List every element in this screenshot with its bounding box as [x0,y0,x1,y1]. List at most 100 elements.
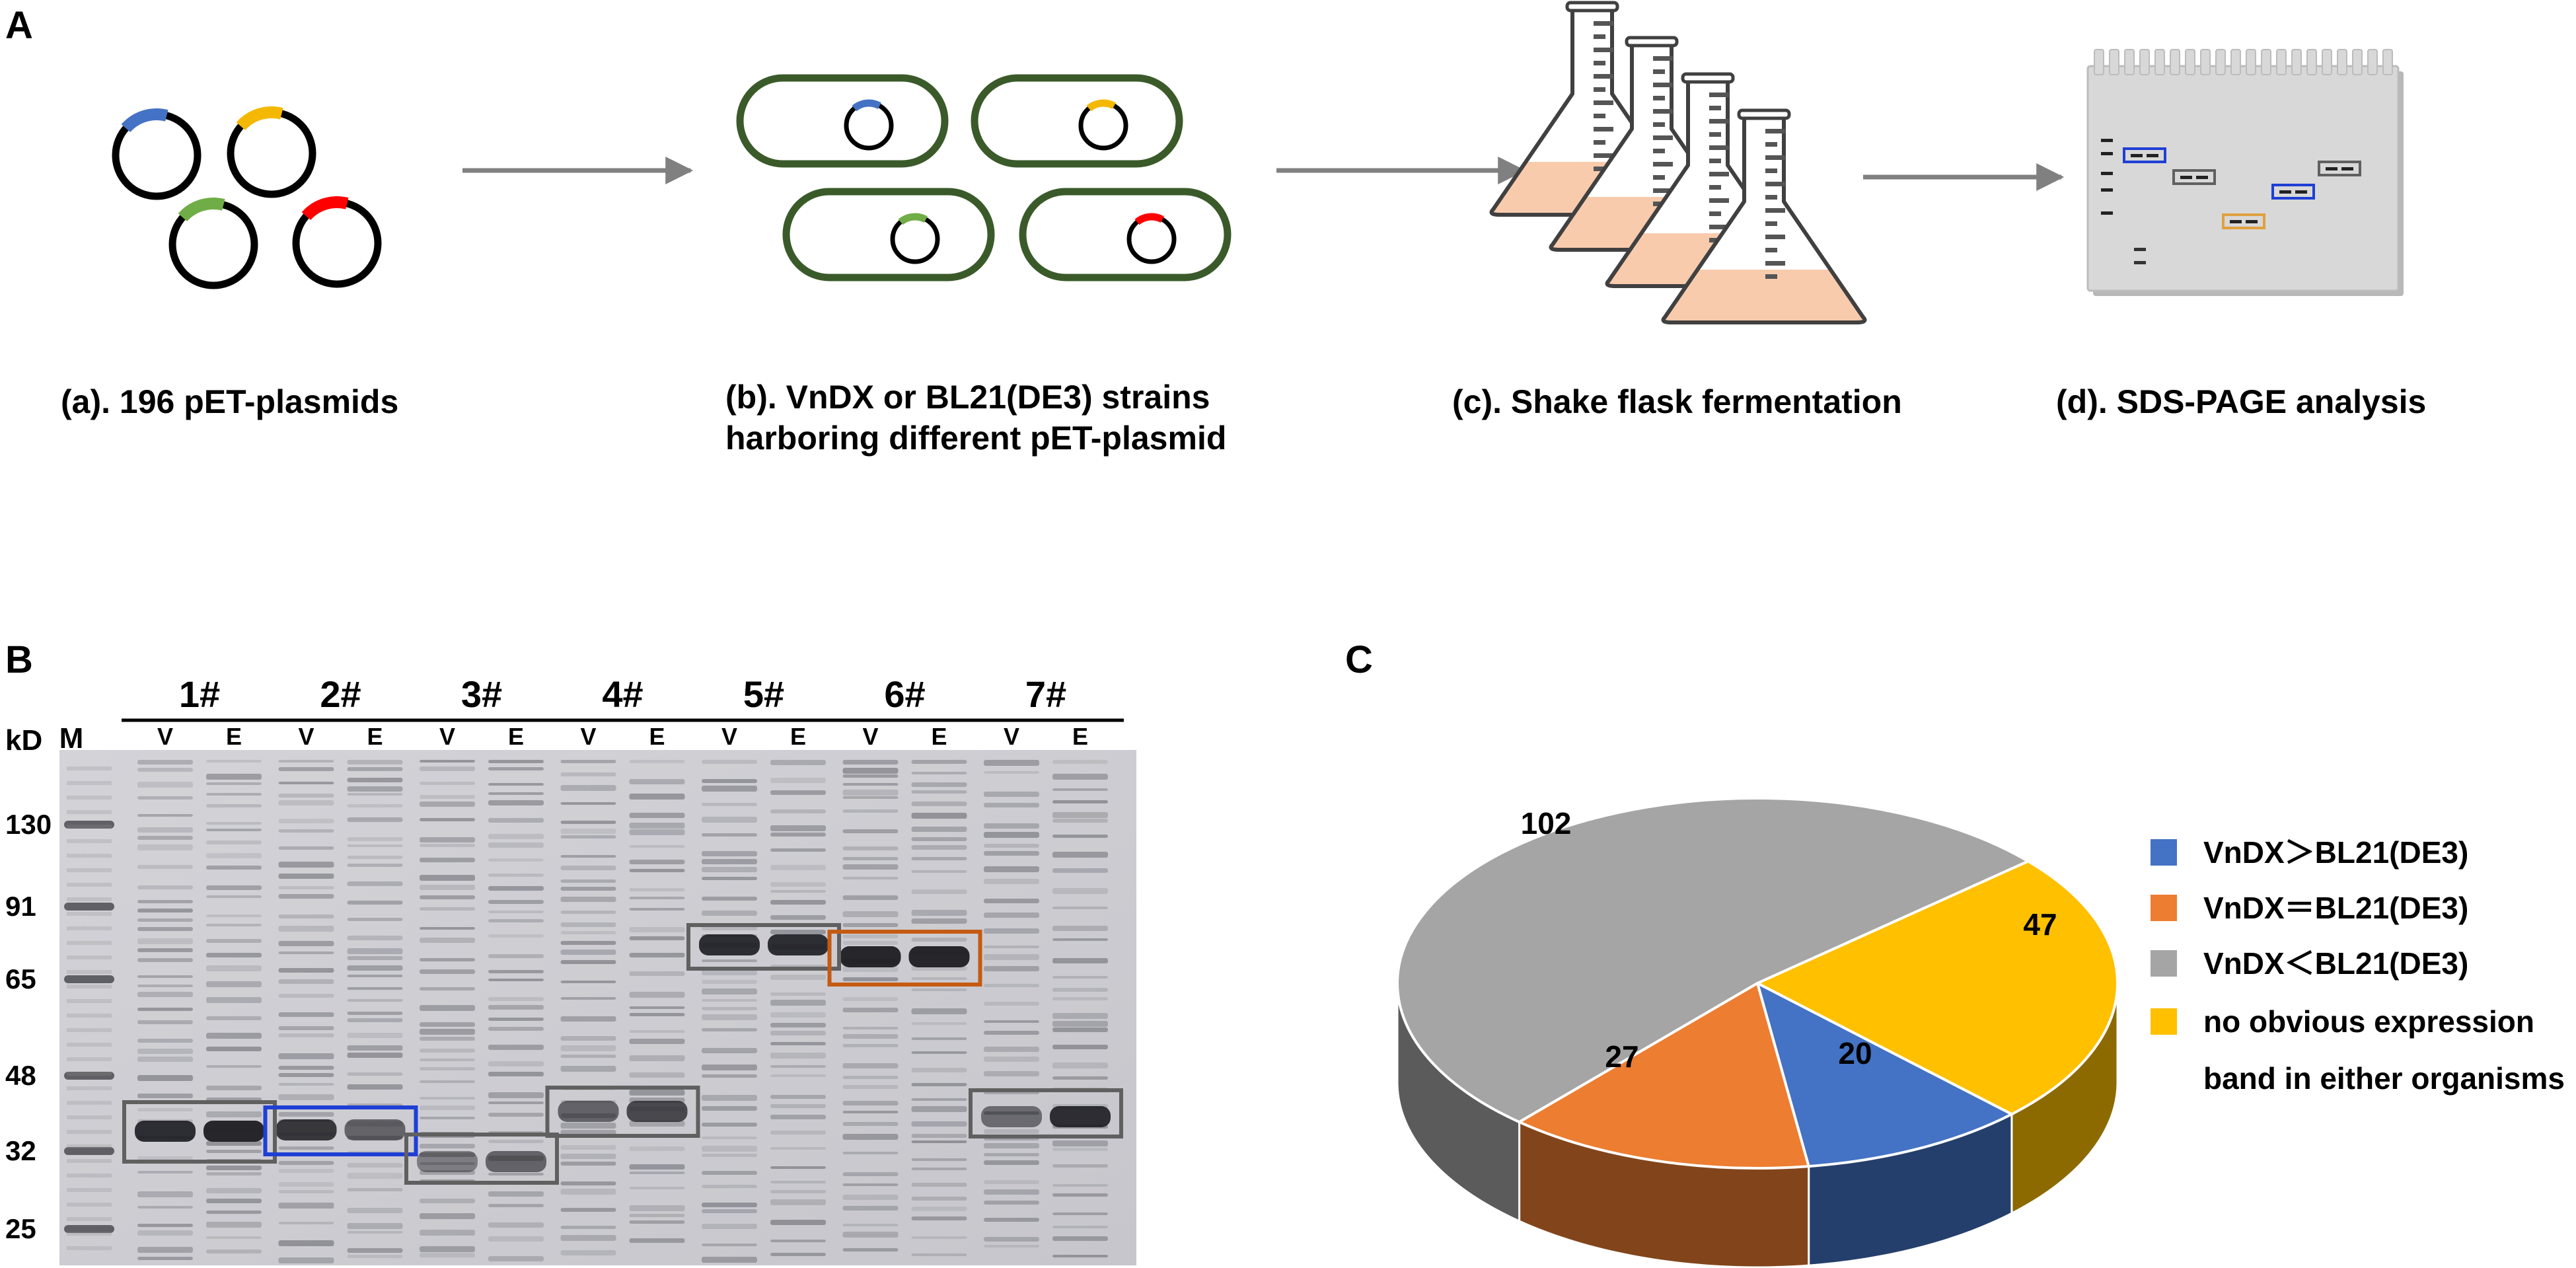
protein-band [1052,760,1108,764]
protein-band [842,941,899,945]
protein-band [702,1203,757,1207]
marker-smear [67,1028,112,1032]
protein-band [770,1031,826,1035]
protein-band [560,785,616,791]
protein-band [347,881,403,886]
gel-marker-tick [2101,139,2113,142]
protein-band [278,1112,334,1117]
protein-band [278,886,334,889]
protein-band [206,782,262,785]
protein-band [984,913,1039,918]
target-band [908,946,970,967]
protein-band [770,915,826,920]
protein-band [137,909,193,913]
protein-band [347,1223,403,1229]
protein-band [984,1002,1039,1006]
protein-band [488,997,544,1001]
protein-band [702,1209,757,1213]
protein-band [560,1226,616,1229]
marker-smear [67,1086,112,1090]
marker-smear [67,1043,112,1047]
protein-band [560,1145,616,1150]
protein-band [629,1146,685,1151]
protein-band [420,1049,475,1053]
protein-band [1052,938,1108,941]
marker-smear [67,868,112,872]
marker-kd-label: 32 [5,1135,36,1166]
gel-band [2246,220,2258,223]
protein-band [911,857,967,860]
protein-band [984,1218,1039,1222]
flask-graduation [1765,274,1777,279]
gel-band [2295,190,2307,194]
protein-band [206,939,262,943]
marker-smear [67,970,112,974]
pie-value-label: 47 [2023,907,2057,942]
protein-band [984,1180,1039,1184]
protein-band [1052,788,1108,791]
marker-lane-label: M [59,722,84,755]
protein-band [911,802,967,806]
protein-band [278,994,334,998]
marker-kd-label: 25 [5,1213,36,1244]
protein-band [702,760,757,764]
protein-band [560,1162,616,1166]
protein-band [770,778,826,783]
protein-band [911,1140,967,1143]
flask-graduation [1653,175,1665,180]
flask-rim [1625,36,1679,48]
target-band [699,934,760,955]
protein-band [1052,1021,1108,1027]
gel-marker-tick [2101,172,2113,175]
protein-band [984,771,1039,774]
target-band [558,1101,619,1122]
protein-band [984,1201,1039,1205]
gel-band [2196,176,2208,179]
flask-graduation [1594,100,1613,105]
sample-highlight-box [686,923,841,971]
protein-band [278,794,334,798]
protein-band [1052,812,1108,818]
target-band [626,1101,688,1122]
protein-band [911,1022,967,1025]
protein-band [911,1168,967,1170]
plasmid-insert [898,213,928,225]
protein-band [488,1092,544,1098]
protein-band [347,1248,403,1253]
flask-graduation [1594,127,1613,131]
marker-band [64,1147,114,1155]
flask-graduation [1709,132,1721,137]
sample-label: 4# [602,673,643,715]
legend-label: VnDX＝BL21(DE3) [2203,891,2468,925]
protein-band [137,844,193,850]
gel-well [2276,49,2287,75]
sample-highlight-box [263,1105,418,1156]
protein-band [278,1222,334,1224]
protein-band [842,1134,899,1140]
legend-label: VnDX＜BL21(DE3) [2203,946,2468,981]
marker-smear [67,985,112,988]
protein-band [560,1123,616,1129]
protein-band [911,938,967,942]
protein-band [842,1111,899,1113]
flask-graduation [1653,69,1665,74]
flask-graduation [1765,248,1777,252]
gel-well [2094,49,2104,75]
flask-graduation [1765,235,1785,239]
protein-band [488,1222,544,1228]
protein-band [1052,819,1108,823]
protein-band [1052,868,1108,873]
protein-band [842,857,899,860]
protein-band [137,814,193,817]
bacterial-cells [736,74,1232,281]
plasmid-insert [121,108,168,133]
protein-band [702,1106,757,1111]
pie-legend: VnDX＞BL21(DE3)VnDX＝BL21(DE3)VnDX＜BL21(DE… [2151,835,2565,1096]
protein-band [702,911,757,916]
protein-band [911,1236,967,1239]
marker-smear [67,1144,112,1148]
protein-band [137,1039,193,1043]
plasmid-insert [852,99,881,112]
protein-band [488,1005,544,1010]
protein-band [911,1197,967,1201]
